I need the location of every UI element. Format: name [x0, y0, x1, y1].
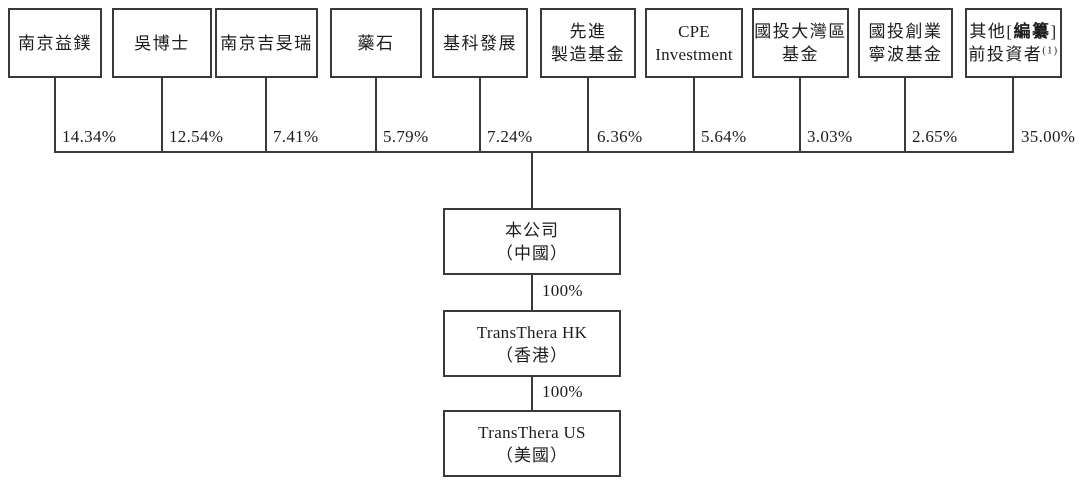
shareholder-label: 製造基金: [551, 45, 625, 64]
shareholder-label: 南京吉旻瑞: [220, 33, 313, 53]
shareholder-box-nanjing-jiminrui: 南京吉旻瑞: [215, 8, 318, 78]
ownership-percent: 5.79%: [383, 127, 429, 146]
ownership-percent: 5.64%: [701, 127, 747, 146]
shareholder-label: 藥石: [357, 33, 395, 53]
ownership-percent: 6.36%: [597, 127, 643, 146]
ownership-percent: 7.41%: [273, 127, 319, 146]
connector-line: [693, 77, 695, 153]
connector-line: [1012, 77, 1014, 153]
shareholder-box-jike-development: 基科發展: [432, 8, 528, 78]
shareholder-box-advanced-manufacturing-fund: 先進 製造基金: [540, 8, 636, 78]
connector-line: [54, 77, 56, 153]
shareholder-label: CPE: [678, 22, 710, 41]
shareholder-box-other-pre-ipo-investors: 其他[編纂] 前投資者(1): [965, 8, 1062, 78]
shareholder-label: Investment: [655, 45, 733, 64]
shareholder-box-sdic-greater-bay-fund: 國投大灣區 基金: [752, 8, 849, 78]
connector-line: [161, 77, 163, 153]
bus-line: [54, 151, 1014, 153]
company-name: 本公司: [505, 220, 559, 240]
subsidiary-region: （美國）: [496, 445, 568, 465]
ownership-percent: 12.54%: [169, 127, 224, 146]
shareholder-label: 基科發展: [443, 33, 517, 53]
shareholder-label: 前投資者(1): [968, 45, 1059, 64]
shareholder-box-yaoshi: 藥石: [330, 8, 422, 78]
ownership-percent: 100%: [542, 382, 583, 401]
subsidiary-name: TransThera HK: [476, 322, 588, 342]
subsidiary-box-transthera-us: TransThera US （美國）: [443, 410, 621, 477]
ownership-percent: 14.34%: [62, 127, 117, 146]
connector-line: [531, 151, 533, 208]
footnote-marker: (1): [1042, 45, 1059, 57]
ownership-percent: 2.65%: [912, 127, 958, 146]
connector-line: [479, 77, 481, 153]
connector-line: [587, 77, 589, 153]
company-region: （中國）: [496, 243, 568, 263]
connector-line: [265, 77, 267, 153]
shareholder-label: 寧波基金: [868, 45, 943, 64]
subsidiary-box-transthera-hk: TransThera HK （香港）: [443, 310, 621, 377]
connector-line: [375, 77, 377, 153]
shareholder-label: 基金: [782, 45, 819, 64]
shareholder-box-sdic-ningbo-fund: 國投創業 寧波基金: [858, 8, 953, 78]
company-box: 本公司 （中國）: [443, 208, 621, 275]
ownership-percent: 3.03%: [807, 127, 853, 146]
shareholder-label: 吳博士: [134, 33, 190, 53]
shareholder-label: 其他[編纂]: [969, 22, 1058, 41]
connector-line: [904, 77, 906, 153]
shareholder-label: 先進: [569, 22, 607, 41]
ownership-percent: 100%: [542, 281, 583, 300]
connector-line: [799, 77, 801, 153]
shareholder-label: 南京益鏷: [18, 33, 92, 53]
ownership-percent: 7.24%: [487, 127, 533, 146]
shareholder-box-cpe-investment: CPE Investment: [645, 8, 743, 78]
connector-line: [531, 275, 533, 310]
shareholder-box-dr-wu: 吳博士: [112, 8, 212, 78]
subsidiary-name: TransThera US: [478, 422, 586, 442]
shareholder-box-nanjing-yipu: 南京益鏷: [8, 8, 102, 78]
redacted-text: 編纂: [1013, 22, 1051, 41]
shareholder-label: 國投大灣區: [754, 22, 847, 41]
ownership-percent: 35.00%: [1021, 127, 1076, 146]
subsidiary-region: （香港）: [496, 345, 568, 365]
connector-line: [531, 377, 533, 410]
shareholder-label: 國投創業: [868, 22, 943, 41]
